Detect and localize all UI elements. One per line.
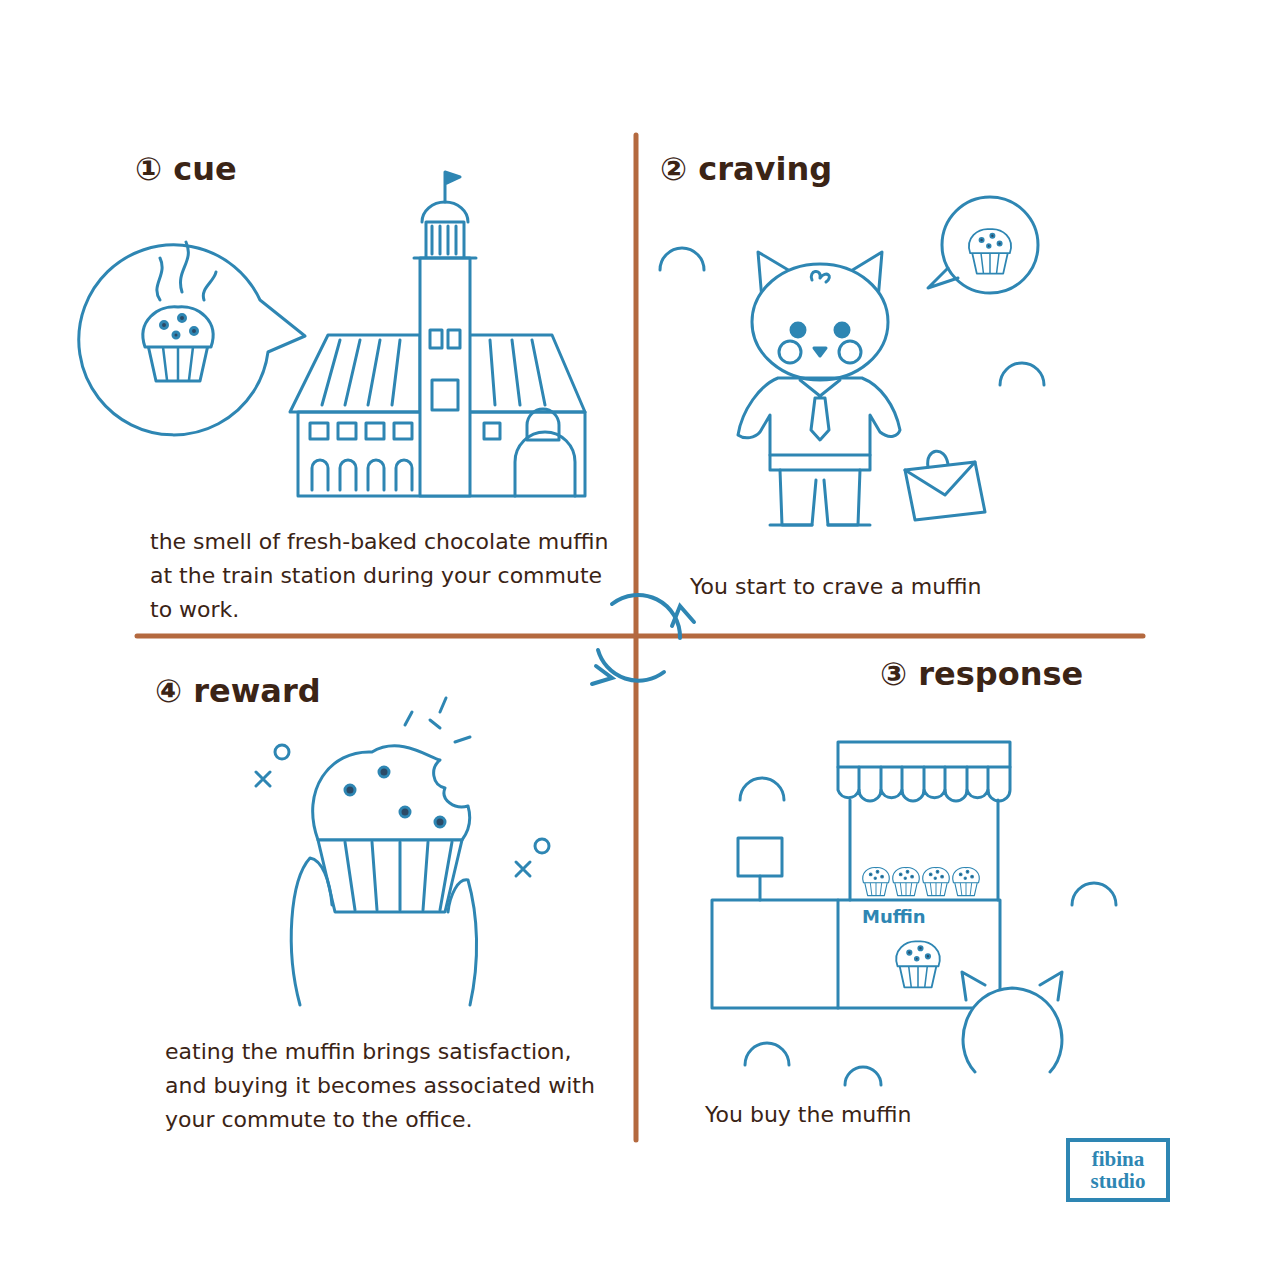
step-description: You buy the muffin [705,1098,1125,1132]
reward-illustration [256,698,549,1005]
step-heading: ① cue [135,150,237,188]
step-description: the smell of fresh-baked chocolate muffi… [150,525,615,627]
step-description: eating the muffin brings satisfaction, a… [165,1035,610,1137]
step-description: You start to crave a muffin [690,570,1130,604]
watermark: fibina studio [1066,1138,1170,1202]
loop-arrow [592,595,694,684]
craving-illustration [660,197,1044,525]
step-heading: ③ response [880,655,1083,693]
quadrant-divider [137,135,1143,1140]
cue-illustration [79,172,585,496]
stall-sign-text: Muffin [862,906,926,927]
response-illustration [712,742,1116,1085]
step-heading: ② craving [660,150,832,188]
step-heading: ④ reward [155,672,321,710]
